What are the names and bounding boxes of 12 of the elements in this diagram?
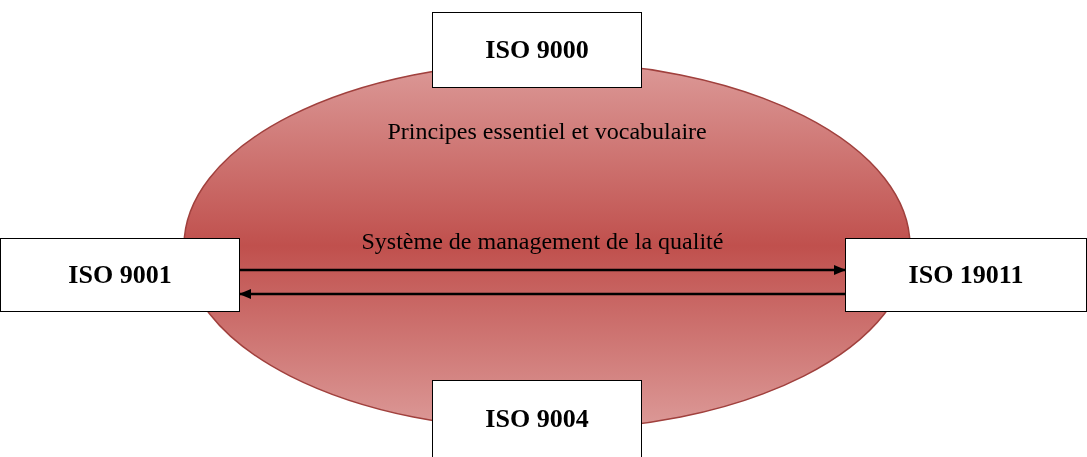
standard-box xyxy=(432,12,642,88)
edge-label: Système de management de la qualité xyxy=(361,228,724,255)
standard-box xyxy=(432,380,642,457)
box-label: ISO 9000 xyxy=(485,35,589,65)
box-label: ISO 9004 xyxy=(485,404,589,434)
box-label: ISO 9001 xyxy=(68,260,172,290)
arrow xyxy=(240,265,846,275)
standard-box xyxy=(845,238,1087,312)
ellipse-text: Principes essentiel et vocabulaire xyxy=(387,118,707,145)
standard-box xyxy=(0,238,240,312)
box-label: ISO 19011 xyxy=(908,260,1024,290)
arrow xyxy=(239,289,845,299)
